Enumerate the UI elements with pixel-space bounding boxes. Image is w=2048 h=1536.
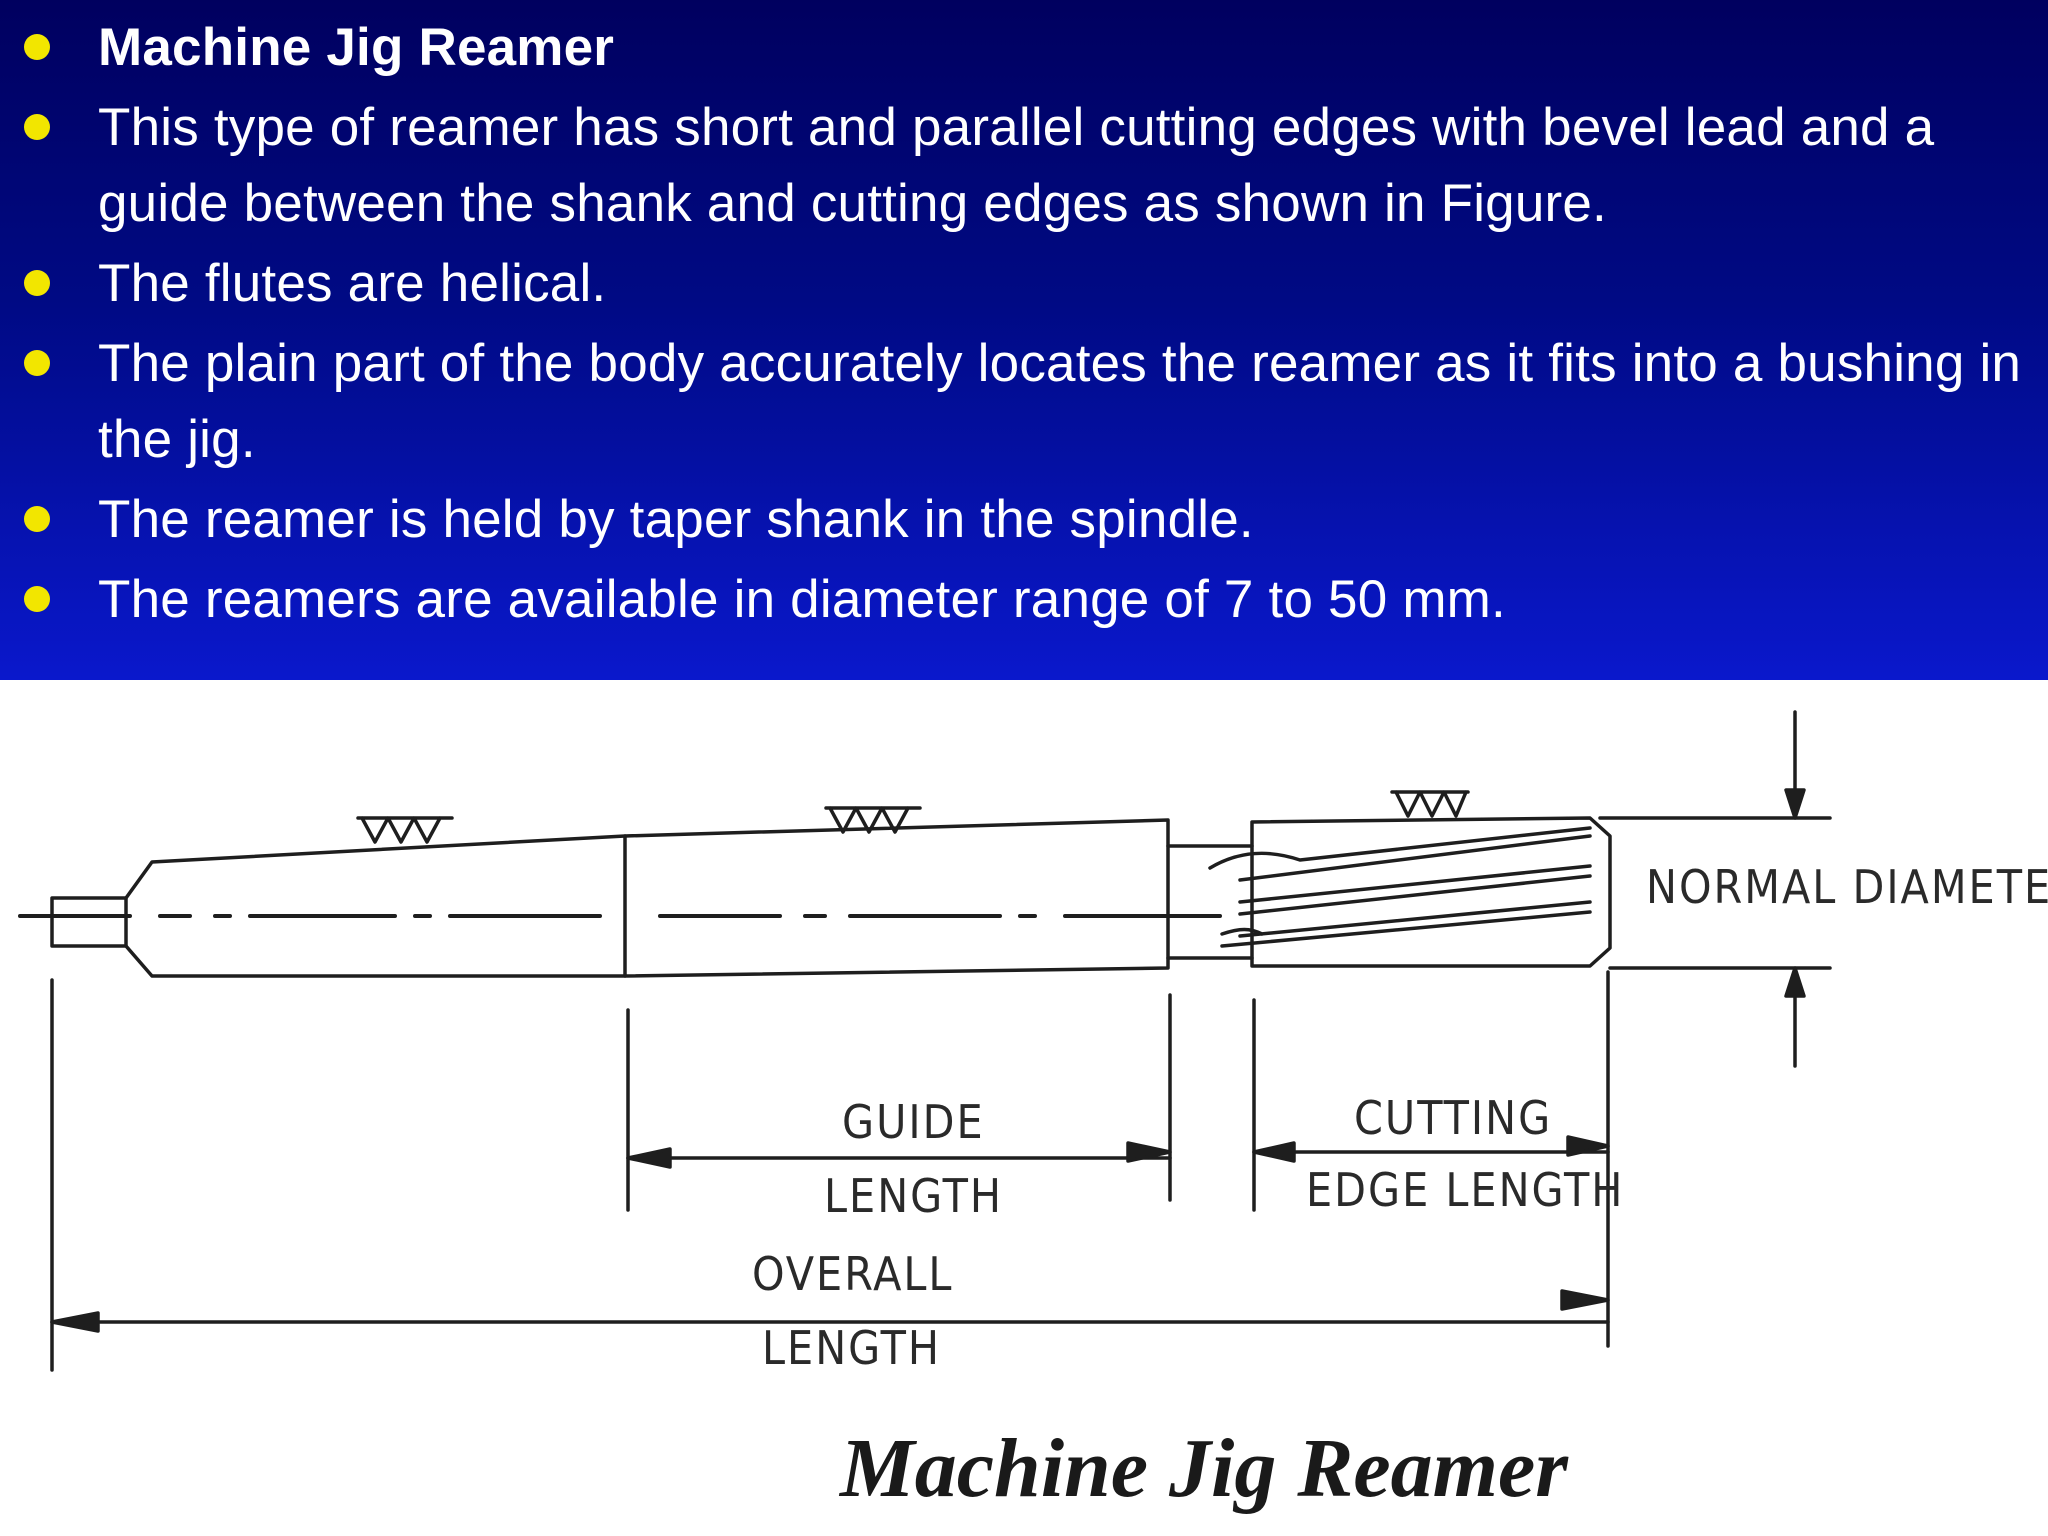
finish-mark-cutting [1390, 790, 1470, 818]
bullet-item: The reamer is held by taper shank in the… [0, 482, 2048, 558]
overall-label-line2: LENGTH [762, 1321, 941, 1375]
bullet-item-title: Machine Jig Reamer [0, 10, 2048, 86]
guide-label-line2: LENGTH [824, 1169, 1003, 1223]
arrow-icon [1126, 1141, 1172, 1163]
bullet-text: Machine Jig Reamer [98, 18, 615, 77]
pilot-end [50, 896, 128, 948]
taper-shank [124, 834, 627, 978]
bullet-dot-icon [24, 506, 50, 532]
bullet-dot-icon [24, 586, 50, 612]
bullet-text: The reamers are available in diameter ra… [98, 570, 1506, 629]
finish-mark-guide [824, 806, 922, 834]
arrow-icon [1784, 966, 1806, 998]
figure-area: NORMAL DIAMETER GUIDE LENGTH CUTTING EDG… [0, 680, 2048, 1536]
normal-diameter-dimension [1598, 710, 1832, 1068]
bullet-text: This type of reamer has short and parall… [98, 98, 1935, 233]
bullet-text: The plain part of the body accurately lo… [98, 334, 2022, 469]
bullet-dot-icon [24, 114, 50, 140]
neck [1166, 844, 1254, 960]
bullet-dot-icon [24, 350, 50, 376]
arrow-icon [626, 1147, 672, 1169]
bullet-list: Machine Jig Reamer This type of reamer h… [0, 10, 2048, 642]
guide-label-line1: GUIDE [842, 1095, 985, 1149]
extension-lines [50, 970, 1610, 1372]
helical-flutes [1208, 826, 1592, 948]
guide-body [623, 818, 1170, 978]
bullet-text: The flutes are helical. [98, 254, 607, 313]
bullet-dot-icon [24, 270, 50, 296]
bullet-text: The reamer is held by taper shank in the… [98, 490, 1254, 549]
arrow-icon [1566, 1135, 1610, 1157]
arrow-icon [1784, 788, 1806, 820]
bullet-item: The plain part of the body accurately lo… [0, 326, 2048, 478]
figure-caption: Machine Jig Reamer [838, 1422, 1569, 1515]
bullet-item: The reamers are available in diameter ra… [0, 562, 2048, 638]
text-banner: Machine Jig Reamer This type of reamer h… [0, 0, 2048, 680]
bullet-item: This type of reamer has short and parall… [0, 90, 2048, 242]
cutting-head [1250, 816, 1612, 968]
arrow-icon [1252, 1141, 1296, 1163]
overall-label-line1: OVERALL [752, 1247, 953, 1301]
bullet-dot-icon [24, 34, 50, 60]
cutting-label-line2: EDGE LENGTH [1306, 1163, 1624, 1217]
finish-mark-shank [356, 816, 454, 844]
normal-diameter-label: NORMAL DIAMETER [1646, 860, 2048, 914]
arrow-icon [50, 1311, 100, 1333]
bullet-item: The flutes are helical. [0, 246, 2048, 322]
arrow-icon [1560, 1289, 1610, 1311]
reamer-diagram: NORMAL DIAMETER GUIDE LENGTH CUTTING EDG… [18, 710, 2048, 1515]
cutting-label-line1: CUTTING [1354, 1091, 1552, 1145]
